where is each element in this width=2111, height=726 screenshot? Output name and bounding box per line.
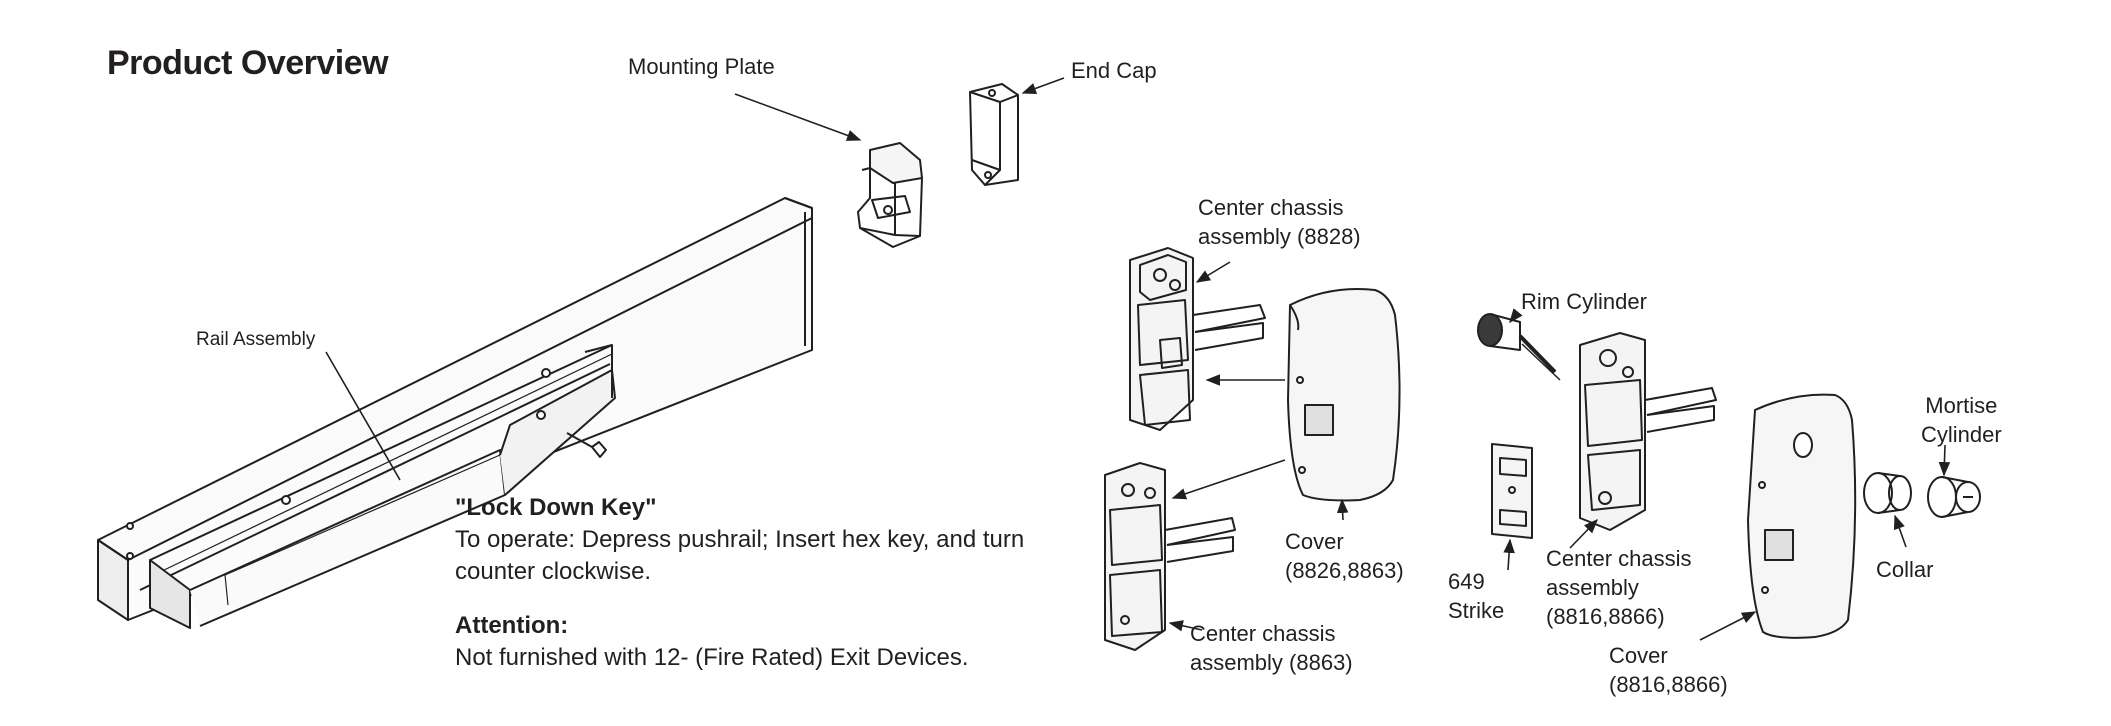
center-chassis-8828-drawing (1129, 247, 1266, 431)
hex-key-drawing (566, 432, 607, 458)
end-cap-drawing (969, 83, 1019, 186)
label-649-strike: 649 Strike (1448, 569, 1505, 623)
cover-8826-drawing (1287, 288, 1401, 502)
collar-drawing (1863, 472, 1912, 514)
attention-text: Not furnished with 12- (Fire Rated) Exit… (455, 644, 969, 671)
attention-title: Attention: (455, 612, 569, 639)
center-chassis-8863-drawing (1104, 462, 1236, 651)
label-center-chassis-8863: Center chassis assembly (8863) (1190, 621, 1353, 675)
label-mortise-cylinder: Mortise Cylinder (1921, 393, 2002, 447)
rail-assembly-drawing (97, 197, 813, 629)
strike-649-drawing (1491, 443, 1533, 539)
label-collar: Collar (1876, 557, 1934, 582)
label-rail-assembly: Rail Assembly (196, 329, 316, 350)
mounting-plate-drawing (857, 142, 923, 248)
lock-down-key-text-line1: To operate: Depress pushrail; Insert hex… (455, 526, 1025, 553)
label-cover-8826: Cover (8826,8863) (1285, 529, 1404, 583)
leader-arrows (325, 77, 1951, 641)
label-end-cap: End Cap (1071, 58, 1157, 83)
rim-cylinder-drawing (1477, 313, 1561, 381)
lock-down-key-note: "Lock Down Key" To operate: Depress push… (455, 492, 1024, 674)
lock-down-key-text-line2: counter clockwise. (455, 558, 652, 585)
label-center-chassis-8816: Center chassis assembly (8816,8866) (1546, 546, 1692, 629)
lock-down-key-title: "Lock Down Key" (455, 494, 657, 521)
label-rim-cylinder: Rim Cylinder (1521, 289, 1647, 314)
center-chassis-8816-drawing (1579, 332, 1717, 531)
cover-8816-drawing (1747, 393, 1857, 639)
mortise-cylinder-drawing (1927, 476, 1981, 518)
page-title: Product Overview (107, 44, 389, 82)
label-cover-8816: Cover (8816,8866) (1609, 643, 1728, 697)
label-mounting-plate: Mounting Plate (628, 54, 775, 79)
label-center-chassis-8828: Center chassis assembly (8828) (1198, 195, 1361, 249)
